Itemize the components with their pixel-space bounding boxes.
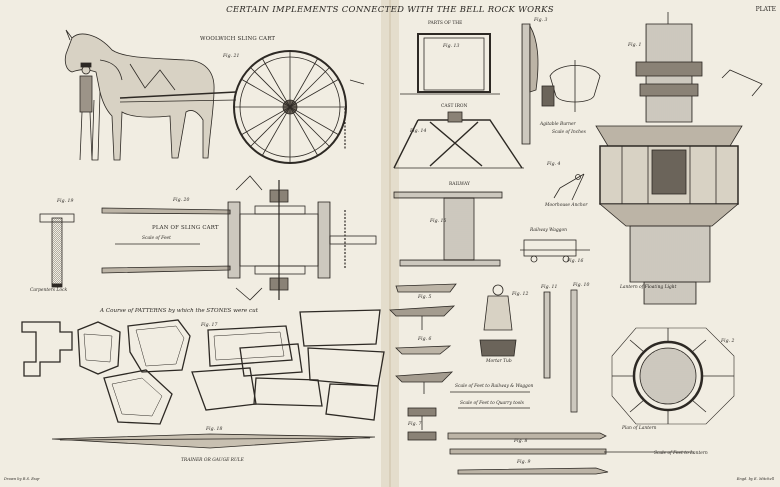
fig-15-label: Fig. 15	[430, 219, 447, 224]
quarry-tools	[389, 283, 457, 441]
carpenters-lock	[39, 213, 75, 288]
fig-19-label: Fig. 19	[57, 199, 74, 204]
fig-2-label: Fig. 2	[721, 339, 735, 344]
floating-light-lantern	[595, 12, 763, 305]
man-figure	[79, 62, 93, 161]
fig-9-label: Fig. 9	[517, 460, 531, 465]
caption-plan-sling-cart: PLAN OF SLING CART	[152, 225, 219, 231]
fig-1-label: Fig. 1	[628, 43, 642, 48]
fig-20-label: Fig. 20	[173, 198, 190, 203]
plan-sling-cart	[101, 175, 377, 301]
caption-sling-cart: WOOLWICH SLING CART	[200, 36, 276, 42]
caption-trainer: TRAINER OR GAUGE RULE	[181, 458, 244, 463]
caption-carpenters-lock: Carpenters Lock	[30, 288, 68, 293]
caption-cast-iron: CAST IRON	[441, 104, 468, 109]
caption-parts-of-crib: PARTS OF THE	[428, 21, 463, 26]
caption-scale-railway: Scale of Feet to Railway & Waggon	[455, 384, 534, 389]
stone-patterns-inner	[83, 325, 285, 417]
credit-left: Drawn by R.S. Esqr	[4, 477, 40, 481]
caption-scale-quarry: Scale of Feet to Quarry tools	[460, 401, 524, 406]
moorhouse-anchor	[553, 173, 585, 201]
trainer-rule	[51, 433, 376, 449]
cast-iron-frame	[393, 111, 524, 169]
caption-mortar-tub: Mortar Tub	[486, 359, 512, 364]
fig-4-label: Fig. 4	[547, 162, 561, 167]
caption-railway: RAILWAY	[449, 182, 470, 187]
caption-scale-feet: Scale of Feet	[142, 236, 171, 241]
long-tools	[447, 289, 694, 475]
fig-13-label: Fig. 13	[443, 44, 460, 49]
crib-frame	[400, 33, 500, 95]
fig-5-label: Fig. 5	[418, 295, 432, 300]
caption-scale-lantern: Scale of Feet to Lantern	[654, 451, 708, 456]
plan-of-lantern	[611, 327, 735, 425]
fig-14-label: Fig. 14	[410, 129, 427, 134]
plate-number: PLATE	[755, 6, 776, 13]
credit-right: Engd. by E. Mitchell	[736, 477, 774, 481]
fig-18-label: Fig. 18	[206, 427, 223, 432]
fig-6-label: Fig. 6	[418, 337, 432, 342]
fig-12-label: Fig. 12	[512, 292, 529, 297]
caption-lantern: Lantern of Floating Light	[620, 285, 677, 290]
caption-patterns: A Course of PATTERNS by which the STONES…	[100, 308, 258, 314]
railway-track	[393, 191, 503, 267]
plate-title: CERTAIN IMPLEMENTS CONNECTED WITH THE BE…	[226, 5, 554, 15]
agitable-burner	[521, 23, 601, 145]
railway-waggon	[520, 239, 590, 263]
fig-8-label: Fig. 8	[514, 439, 528, 444]
fig-10-label: Fig. 10	[573, 283, 590, 288]
stone-patterns	[21, 309, 385, 425]
fig-21-label: Fig. 21	[223, 54, 240, 59]
caption-moorhouse-anchor: Moorhouse Anchor	[545, 203, 588, 208]
mortar-tub	[479, 284, 517, 357]
fig-11-label: Fig. 11	[541, 285, 558, 290]
fig-3-label: Fig. 3	[534, 18, 548, 23]
caption-plan-of-lantern: Plan of Lantern	[622, 426, 657, 431]
fig-16-label: Fig. 16	[567, 259, 584, 264]
caption-agitable-burner: Agitable Burner	[540, 122, 576, 127]
fig-17-label: Fig. 17	[201, 323, 218, 328]
sling-cart-wheel	[119, 50, 365, 164]
caption-scale-inches: Scale of Inches	[552, 130, 586, 135]
fig-7-label: Fig. 7	[408, 422, 422, 427]
caption-railway-waggon: Railway Waggon	[530, 228, 567, 233]
